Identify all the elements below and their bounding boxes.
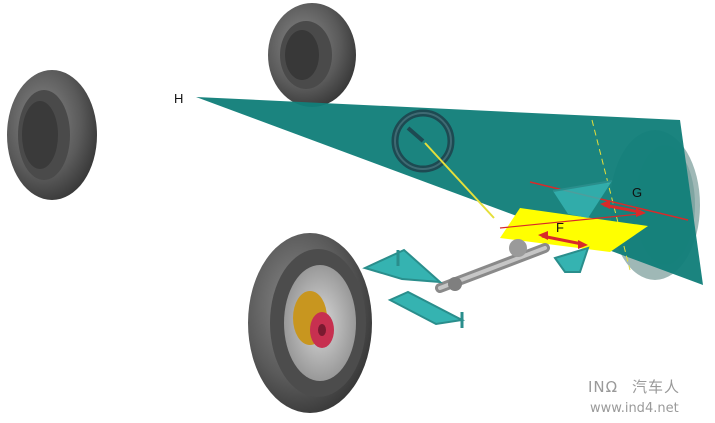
tire-front-left	[248, 233, 372, 413]
lower-control-arms	[362, 246, 590, 328]
steering-rack	[435, 239, 550, 293]
yellow-plane	[500, 208, 648, 252]
watermark-brand-latin: INΩ	[588, 378, 618, 396]
steering-column	[424, 142, 495, 219]
red-axis-lines	[499, 181, 689, 249]
label-g: G	[632, 185, 642, 200]
watermark-url: www.ind4.net	[590, 401, 679, 416]
watermark-brand-cn: 汽车人	[632, 378, 680, 396]
tire-rear-left	[7, 70, 97, 200]
label-f: F	[556, 220, 564, 235]
upper-arm-right	[552, 180, 613, 218]
watermark: INΩ 汽车人 www.ind4.net	[588, 378, 680, 416]
label-h: H	[174, 91, 183, 106]
tire-rear-right	[268, 3, 356, 107]
plane-centerline	[591, 119, 631, 271]
steering-wheel	[391, 109, 455, 173]
